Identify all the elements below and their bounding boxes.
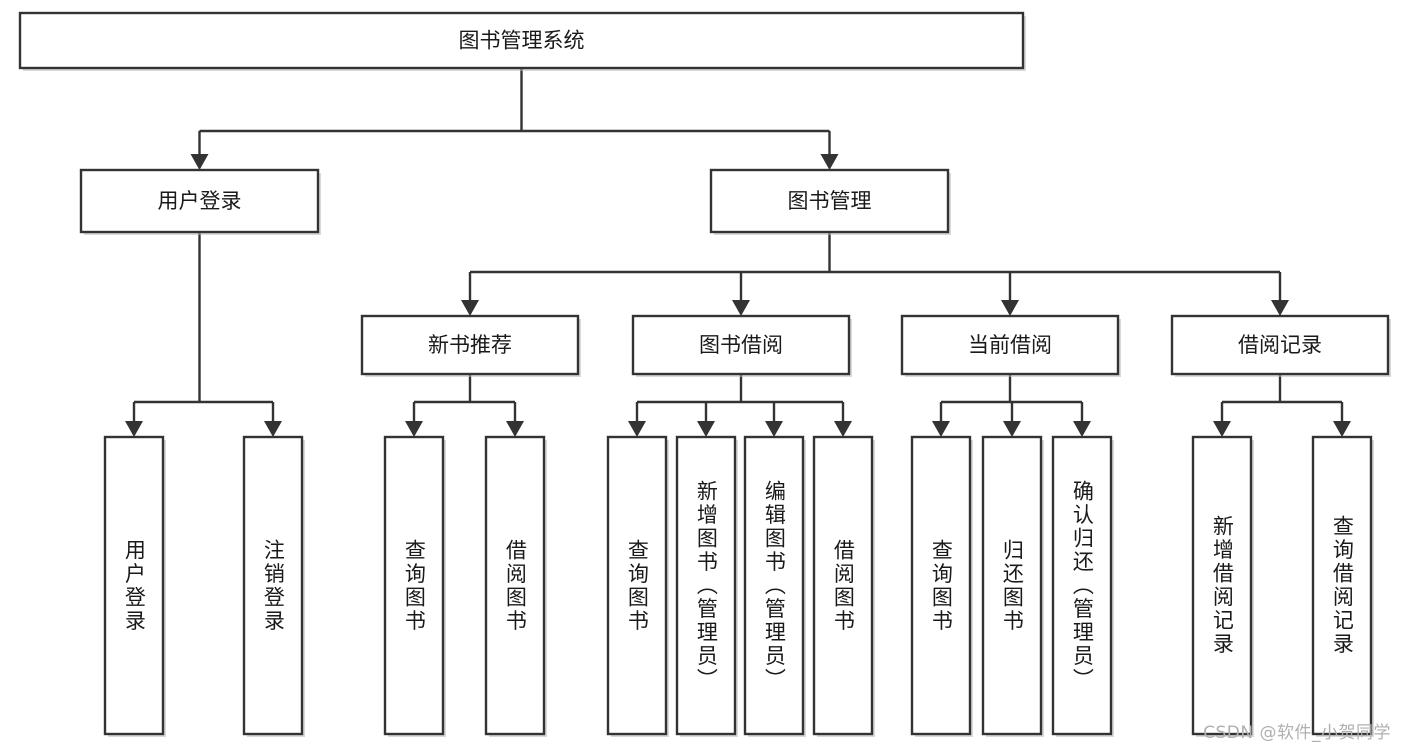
node-leaf-user-login[interactable] — [103, 435, 166, 737]
connector-arrowhead — [125, 421, 143, 437]
connector-arrowhead — [1003, 421, 1021, 437]
connector-arrowhead — [820, 154, 839, 170]
node-label: 图书管理 — [788, 189, 872, 213]
connector-arrowhead — [1001, 300, 1019, 316]
node-label: 新书推荐 — [428, 333, 512, 357]
connector-group-root — [190, 68, 839, 170]
connector-group-book-management — [461, 232, 1289, 316]
node-rect[interactable] — [1051, 435, 1113, 736]
connector-arrowhead — [190, 154, 209, 170]
node-rect[interactable] — [103, 435, 165, 736]
node-rect[interactable] — [383, 435, 445, 736]
node-leaf-borrow-book-recommend[interactable] — [484, 435, 547, 737]
connector-group-user-login — [125, 232, 282, 437]
node-borrow-records[interactable]: 借阅记录 — [1170, 314, 1391, 377]
node-book-borrow[interactable]: 图书借阅 — [631, 314, 852, 377]
connector-arrowhead — [1213, 421, 1231, 437]
node-rect[interactable] — [360, 314, 580, 376]
node-rect[interactable] — [18, 11, 1025, 70]
node-rect[interactable] — [1311, 435, 1373, 736]
node-leaf-query-borrow-record[interactable] — [1311, 435, 1374, 737]
connector-arrowhead — [461, 300, 479, 316]
connector-arrowhead — [405, 421, 423, 437]
node-rect[interactable] — [910, 435, 972, 736]
connector-arrowhead — [765, 421, 783, 437]
node-rect[interactable] — [812, 435, 874, 736]
connector-arrowhead — [628, 421, 646, 437]
connector-arrowhead — [506, 421, 524, 437]
node-new-book-recommend[interactable]: 新书推荐 — [360, 314, 581, 377]
node-label: 用户登录 — [158, 189, 242, 213]
node-leaf-query-book-recommend[interactable] — [383, 435, 446, 737]
node-rect[interactable] — [79, 168, 320, 234]
node-leaf-query-book-current[interactable] — [910, 435, 973, 737]
connector-group-current-borrow — [932, 374, 1091, 437]
node-label: 借阅记录 — [1238, 333, 1322, 357]
node-rect[interactable] — [484, 435, 546, 736]
connector-arrowhead — [1073, 421, 1091, 437]
node-rect[interactable] — [606, 435, 668, 736]
connector-group-borrow-records — [1213, 374, 1351, 437]
connector-arrowhead — [732, 300, 750, 316]
node-rect[interactable] — [1170, 314, 1390, 376]
connector-arrowhead — [932, 421, 950, 437]
node-leaf-query-book-borrow[interactable] — [606, 435, 669, 737]
node-current-borrow[interactable]: 当前借阅 — [900, 314, 1121, 377]
node-rect[interactable] — [631, 314, 851, 376]
connector-arrowhead — [264, 421, 282, 437]
watermark-text: CSDN @软件_小贺同学 — [1203, 723, 1391, 743]
connector-arrowhead — [697, 421, 715, 437]
node-label: 当前借阅 — [968, 333, 1052, 357]
node-leaf-edit-book-admin[interactable] — [743, 435, 806, 737]
connector-arrowhead — [1333, 421, 1351, 437]
node-rect[interactable] — [709, 168, 950, 234]
node-leaf-logout[interactable] — [242, 435, 305, 737]
node-root[interactable]: 图书管理系统 — [18, 11, 1026, 71]
node-leaf-borrow-book[interactable] — [812, 435, 875, 737]
node-rect[interactable] — [981, 435, 1043, 736]
node-rect[interactable] — [675, 435, 737, 736]
connector-arrowhead — [834, 421, 852, 437]
connector-layer — [125, 68, 1351, 437]
node-leaf-return-book[interactable] — [981, 435, 1044, 737]
node-label: 图书借阅 — [699, 333, 783, 357]
node-rect[interactable] — [743, 435, 805, 736]
connector-group-book-borrow — [628, 374, 852, 437]
node-leaf-add-book-admin[interactable] — [675, 435, 738, 737]
node-rect[interactable] — [242, 435, 304, 736]
node-user-login[interactable]: 用户登录 — [79, 168, 321, 235]
node-leaf-add-borrow-record[interactable] — [1191, 435, 1254, 737]
node-rect[interactable] — [1191, 435, 1253, 736]
node-book-management[interactable]: 图书管理 — [709, 168, 951, 235]
connector-group-new-book-recommend — [405, 374, 524, 437]
connector-arrowhead — [1271, 300, 1289, 316]
node-rect[interactable] — [900, 314, 1120, 376]
node-leaf-confirm-return-admin[interactable] — [1051, 435, 1114, 737]
node-label: 图书管理系统 — [459, 29, 585, 53]
